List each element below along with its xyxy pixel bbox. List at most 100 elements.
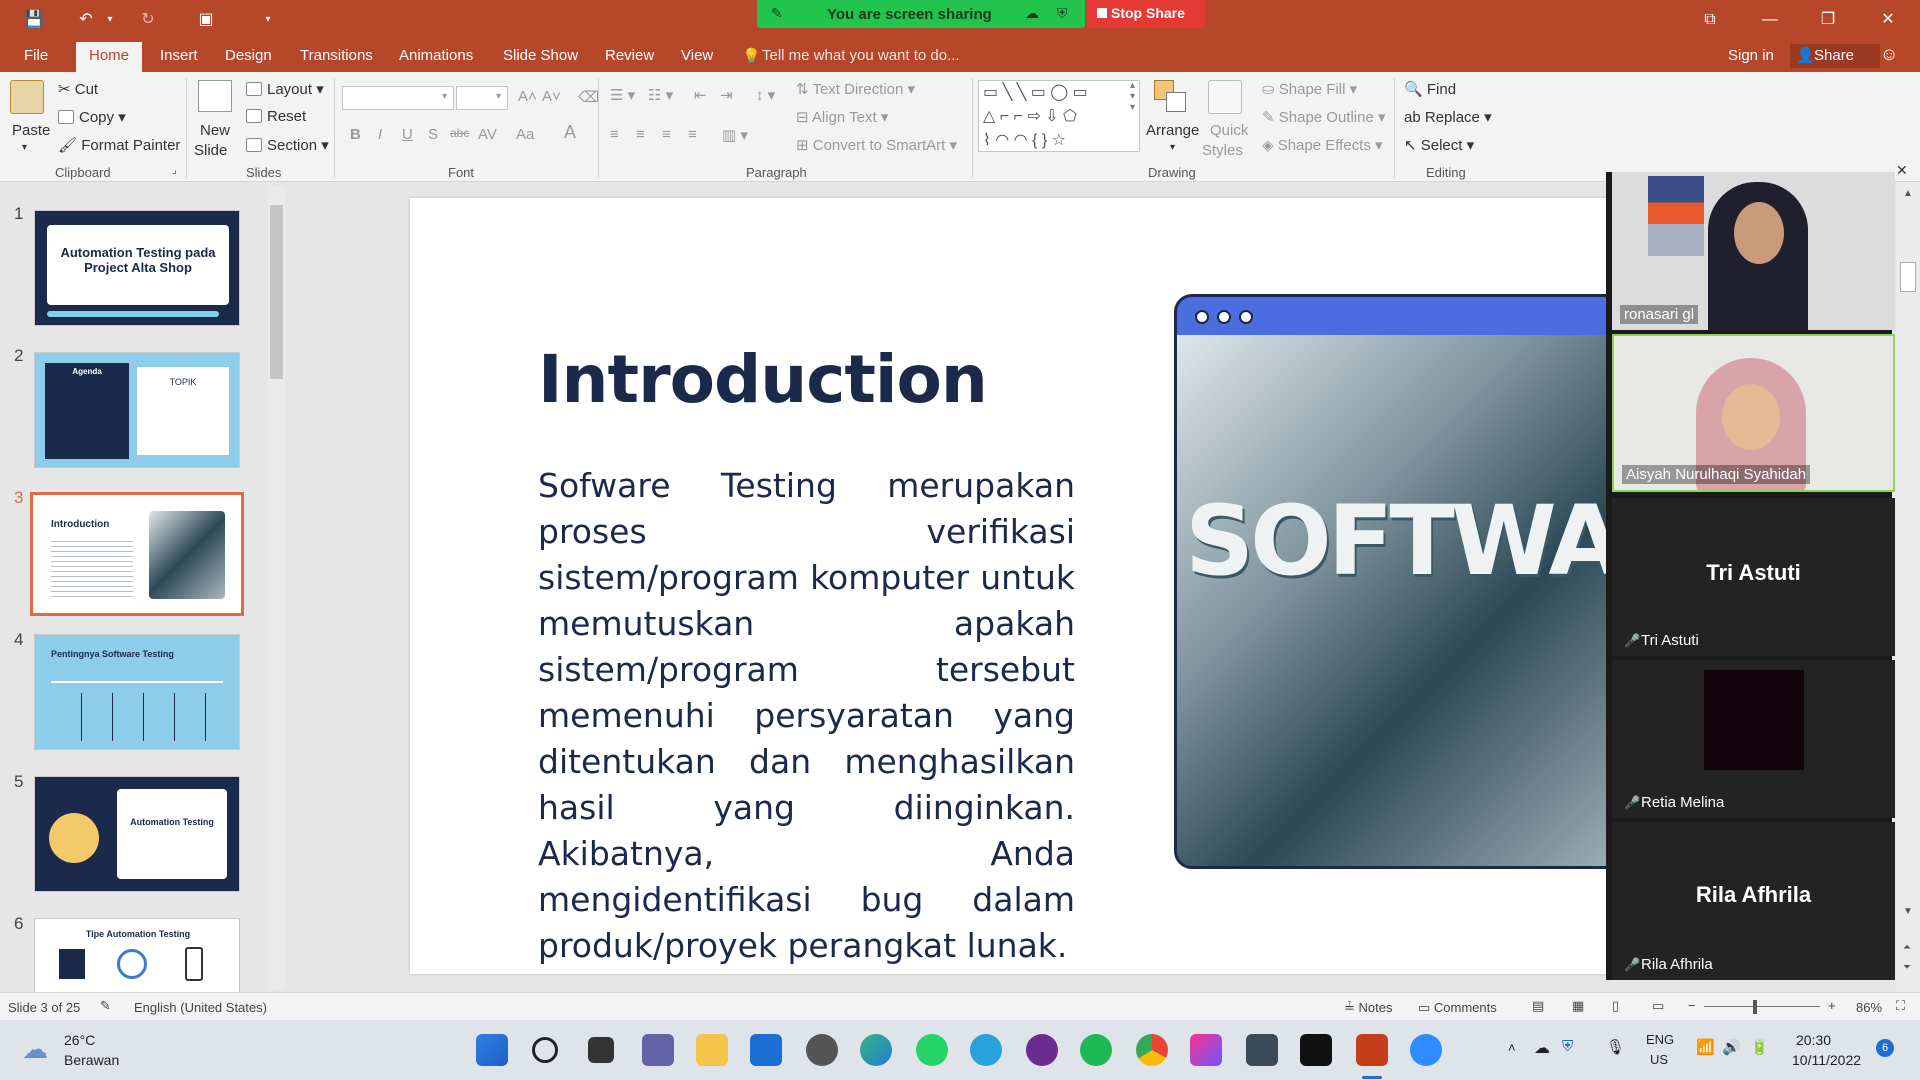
slide-thumbnail-3[interactable]: Introduction xyxy=(30,492,244,616)
file-explorer-icon[interactable] xyxy=(696,1034,728,1066)
search-icon[interactable] xyxy=(532,1037,558,1063)
font-size-input[interactable]: ▾ xyxy=(456,86,508,110)
text-direction-button[interactable]: ⇅ Text Direction ▾ xyxy=(796,81,916,98)
shadow-button[interactable]: S xyxy=(428,126,439,143)
thumbnail-scroll-thumb[interactable] xyxy=(270,205,283,379)
close-icon[interactable]: ✕ xyxy=(1881,11,1895,28)
quick-styles-label[interactable]: Styles xyxy=(1202,142,1243,159)
participant-tile-ronasari[interactable]: ronasari gl xyxy=(1612,172,1895,330)
quick-styles-button[interactable]: Quick xyxy=(1210,122,1249,139)
share-button[interactable]: 👤Share xyxy=(1790,44,1880,68)
weather-cloud-icon[interactable]: ☁ xyxy=(22,1034,48,1064)
tab-slide-show[interactable]: Slide Show xyxy=(503,47,579,64)
ribbon-display-icon[interactable]: ⧉ xyxy=(1704,11,1716,28)
change-case-button[interactable]: Aa xyxy=(516,126,535,143)
minimize-icon[interactable]: — xyxy=(1762,11,1778,28)
tab-view[interactable]: View xyxy=(681,47,714,64)
numbering-icon[interactable]: ☷ ▾ xyxy=(648,87,674,104)
zoom-icon[interactable] xyxy=(1410,1034,1442,1066)
telegram-icon[interactable] xyxy=(970,1034,1002,1066)
shape-fill-button[interactable]: ⛀ Shape Fill ▾ xyxy=(1262,81,1358,98)
zoom-in-icon[interactable]: + xyxy=(1828,998,1836,1013)
wifi-icon[interactable]: 📶 xyxy=(1696,1039,1715,1056)
grow-font-icon[interactable]: A˄ xyxy=(518,88,537,105)
clock-time[interactable]: 20:30 xyxy=(1796,1032,1832,1048)
terminal-icon[interactable] xyxy=(1300,1034,1332,1066)
whatsapp-icon[interactable] xyxy=(916,1034,948,1066)
onedrive-icon[interactable]: ☁ xyxy=(1534,1040,1550,1057)
undo-dropdown-icon[interactable]: ▾ xyxy=(107,14,113,25)
gallery-scroll-icon[interactable]: ▴▾▾ xyxy=(1130,80,1136,113)
prev-slide-icon[interactable]: ⏶ xyxy=(1903,942,1911,953)
bullets-icon[interactable]: ☰ ▾ xyxy=(610,87,636,104)
paste-button[interactable]: Paste xyxy=(12,122,51,139)
present-icon[interactable]: ▣ xyxy=(198,11,214,28)
participant-tile-aisyah[interactable]: Aisyah Nurulhaqi Syahidah xyxy=(1612,334,1895,492)
slide-sorter-icon[interactable]: ▦ xyxy=(1572,998,1585,1013)
clock-date[interactable]: 10/11/2022 xyxy=(1792,1052,1862,1068)
participant-tile-tri[interactable]: Tri Astuti 🎤Tri Astuti xyxy=(1612,498,1895,656)
zoom-out-icon[interactable]: − xyxy=(1688,998,1696,1013)
store-icon[interactable] xyxy=(1246,1034,1278,1066)
settings-icon[interactable] xyxy=(806,1034,838,1066)
volume-icon[interactable]: 🔊 xyxy=(1722,1039,1741,1056)
tab-file[interactable]: File xyxy=(24,47,49,64)
new-slide-label[interactable]: Slide xyxy=(194,142,228,159)
select-button[interactable]: ↖ Select ▾ xyxy=(1404,137,1475,154)
justify-icon[interactable]: ≡ xyxy=(688,126,697,143)
smiley-icon[interactable]: ☺ xyxy=(1880,44,1899,64)
sign-in-link[interactable]: Sign in xyxy=(1728,47,1774,64)
slideshow-view-icon[interactable]: ▭ xyxy=(1652,998,1665,1013)
char-spacing-button[interactable]: AV xyxy=(478,126,497,143)
slide-canvas[interactable]: Introduction Sofware Testing merupakan p… xyxy=(410,198,1644,974)
font-color-icon[interactable]: A xyxy=(564,122,577,142)
shape-outline-button[interactable]: ✎ Shape Outline ▾ xyxy=(1262,109,1386,126)
tab-transitions[interactable]: Transitions xyxy=(300,47,373,64)
slide-scrollbar[interactable]: ▲ ▼ ⏶ ⏷ xyxy=(1896,182,1920,992)
spotify-icon[interactable] xyxy=(1080,1034,1112,1066)
normal-view-icon[interactable]: ▤ xyxy=(1532,998,1545,1013)
edge-icon[interactable] xyxy=(860,1034,892,1066)
thumbnail-scrollbar[interactable] xyxy=(268,186,285,990)
quick-styles-icon[interactable] xyxy=(1208,80,1242,114)
arrange-button[interactable]: Arrange xyxy=(1146,122,1200,139)
tab-animations[interactable]: Animations xyxy=(399,47,474,64)
cut-button[interactable]: ✂ Cut xyxy=(58,81,99,98)
tell-me-input[interactable]: Tell me what you want to do... xyxy=(762,47,960,64)
line-spacing-icon[interactable]: ↕ ▾ xyxy=(756,87,776,104)
notes-button[interactable]: ≟ Notes xyxy=(1344,1000,1393,1015)
reading-view-icon[interactable]: ▯ xyxy=(1612,998,1620,1013)
replace-button[interactable]: ab Replace ▾ xyxy=(1404,109,1492,126)
stop-share-button[interactable]: Stop Share xyxy=(1087,0,1205,28)
intellij-icon[interactable] xyxy=(1190,1034,1222,1066)
show-hidden-icons-icon[interactable]: ˄ xyxy=(1508,1040,1516,1055)
close-panel-icon[interactable]: ✕ xyxy=(1896,162,1908,178)
paste-dropdown-icon[interactable]: ▾ xyxy=(22,142,28,153)
section-button[interactable]: Section ▾ xyxy=(246,136,329,154)
slide-thumbnail-2[interactable]: Agenda TOPIK xyxy=(34,352,240,468)
start-icon[interactable] xyxy=(476,1034,508,1066)
scroll-up-icon[interactable]: ▲ xyxy=(1903,188,1913,199)
bold-button[interactable]: B xyxy=(350,126,361,143)
chrome-icon[interactable] xyxy=(1136,1034,1168,1066)
format-painter-button[interactable]: 🖌 Format Painter xyxy=(58,137,181,154)
find-button[interactable]: 🔍 Find xyxy=(1404,81,1457,98)
zoom-slider[interactable] xyxy=(1704,1006,1820,1007)
zoom-slider-thumb[interactable] xyxy=(1753,1000,1757,1014)
slide-title[interactable]: Introduction xyxy=(538,341,988,418)
align-right-icon[interactable]: ≡ xyxy=(662,126,671,143)
paste-icon[interactable] xyxy=(10,80,44,114)
tab-design[interactable]: Design xyxy=(225,47,272,64)
scroll-down-icon[interactable]: ▼ xyxy=(1903,906,1913,917)
zoom-level[interactable]: 86% xyxy=(1856,1000,1883,1015)
slide-thumbnail-6[interactable]: Tipe Automation Testing xyxy=(34,918,240,992)
shrink-font-icon[interactable]: A˅ xyxy=(542,88,561,105)
browser-frame-image[interactable]: SOFTWARE xyxy=(1174,294,1644,869)
redo-icon[interactable]: ↻ xyxy=(141,11,155,28)
teams-icon[interactable] xyxy=(642,1034,674,1066)
battery-icon[interactable]: 🔋 xyxy=(1750,1039,1769,1056)
copy-button[interactable]: Copy ▾ xyxy=(58,108,126,126)
language-us[interactable]: US xyxy=(1650,1052,1669,1067)
participant-tile-rila[interactable]: Rila Afhrila 🎤Rila Afhrila xyxy=(1612,822,1895,980)
reset-button[interactable]: Reset xyxy=(246,108,306,125)
